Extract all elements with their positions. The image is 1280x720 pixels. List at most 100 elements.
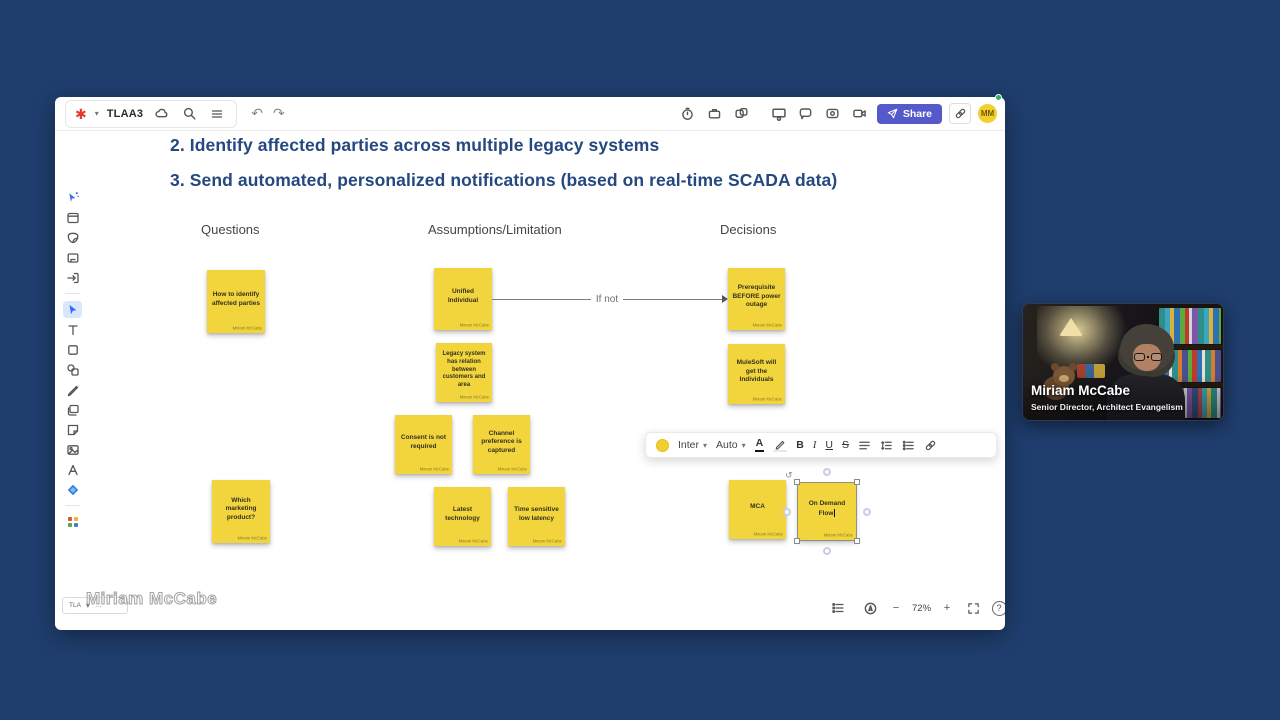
sticky-note[interactable]: Consent is not required Miriam McCabe [395, 415, 452, 474]
bullet-list-icon [902, 440, 914, 450]
highlight-button[interactable] [773, 438, 788, 452]
underline-button[interactable]: U [825, 439, 833, 451]
magic-pointer-icon[interactable] [63, 189, 82, 206]
list-button[interactable] [902, 439, 915, 452]
sticky-note[interactable]: Channel preference is captured Miriam Mc… [473, 415, 530, 474]
sticky-note[interactable]: Prerequisite BEFORE power outage Miriam … [728, 268, 785, 330]
italic-button[interactable]: I [812, 439, 817, 451]
text-color-button[interactable]: A [754, 438, 765, 452]
present-button[interactable] [769, 104, 789, 124]
sticky-author: Miriam McCabe [459, 395, 489, 400]
video-button[interactable] [850, 104, 870, 124]
undo-button[interactable]: ↶ [251, 105, 263, 121]
apps-grid-icon[interactable] [63, 513, 82, 530]
share-label: Share [902, 107, 932, 120]
typography-icon[interactable] [63, 461, 82, 478]
align-button[interactable] [858, 439, 871, 452]
sticky-note[interactable]: MuleSoft will get the Individuals Miriam… [728, 344, 785, 404]
kit-button[interactable] [705, 104, 725, 124]
strikethrough-button[interactable]: S [841, 439, 849, 451]
sticky-note[interactable]: Unified Individual Miriam McCabe [434, 268, 492, 330]
diamond-icon[interactable] [63, 481, 82, 498]
sticky-note[interactable]: Which marketing product? Miriam McCabe [212, 480, 270, 543]
copy-link-button[interactable] [949, 103, 971, 124]
app-logo-icon[interactable]: ✱ [75, 105, 87, 122]
menu-button[interactable] [207, 104, 227, 124]
share-button[interactable]: Share [876, 103, 942, 124]
outline-button[interactable] [828, 598, 848, 618]
connector-handle[interactable] [863, 507, 871, 516]
timer-icon [682, 107, 694, 120]
connector-arrow[interactable]: If not [492, 291, 728, 307]
board-title: TLAA3 [106, 107, 144, 120]
timer-button[interactable] [678, 104, 698, 124]
rotate-handle[interactable]: ↺ [785, 470, 793, 480]
zoom-controls: − 72% + ? [860, 598, 1005, 618]
board-text-heading-3[interactable]: 3. Send automated, personalized notifica… [170, 170, 838, 190]
panel-icon[interactable] [63, 209, 82, 226]
image-tool[interactable] [63, 441, 82, 458]
import-icon[interactable] [63, 269, 82, 286]
record-button[interactable] [823, 104, 843, 124]
sticky-note[interactable]: How to identify affected parties Miriam … [207, 270, 265, 333]
line-spacing-button[interactable] [880, 439, 893, 452]
templates-button[interactable] [732, 104, 752, 124]
lamp [1059, 318, 1083, 336]
redo-button[interactable]: ↷ [272, 105, 285, 121]
font-select[interactable]: Inter ▾ [678, 439, 708, 451]
text-caret [834, 509, 836, 517]
speaker-name: Miriam McCabe [1031, 383, 1131, 398]
help-icon: ? [991, 600, 1005, 616]
search-button[interactable] [179, 104, 199, 124]
sticky-author: Miriam McCabe [532, 539, 562, 544]
speaker-title: Senior Director, Architect Evangelism [1031, 402, 1183, 412]
pen-tool[interactable] [63, 381, 82, 398]
person-body [1107, 374, 1185, 420]
sticky-note[interactable]: Latest technology Miriam McCabe [434, 487, 491, 546]
sticky-note[interactable]: MCA Miriam McCabe [729, 480, 786, 539]
bold-button[interactable]: B [796, 439, 804, 451]
shape-tool[interactable] [63, 341, 82, 358]
page-tab[interactable]: TLA ▾ … [62, 597, 128, 614]
teddy-bear [1051, 363, 1077, 386]
connector-label[interactable]: If not [595, 293, 619, 305]
outline-icon [832, 603, 844, 613]
chevron-down-icon[interactable]: ▾ [94, 109, 99, 118]
tool-palette [63, 189, 82, 530]
column-header-decisions[interactable]: Decisions [720, 222, 777, 237]
user-avatar[interactable]: MM [978, 104, 997, 123]
sync-status-button[interactable] [151, 104, 171, 124]
zoom-in-button[interactable]: + [937, 598, 958, 618]
sticker-icon[interactable] [63, 229, 82, 246]
frames-icon[interactable] [63, 249, 82, 266]
sticky-note[interactable]: Time sensitive low latency Miriam McCabe [508, 487, 565, 546]
online-indicator [995, 94, 1002, 101]
sticky-author: Miriam McCabe [752, 323, 782, 328]
fullscreen-button[interactable] [963, 598, 984, 618]
select-tool[interactable] [63, 301, 82, 318]
link-icon [955, 108, 965, 119]
comment-icon [799, 108, 812, 120]
connector-handle[interactable] [823, 547, 831, 555]
zoom-out-button[interactable]: − [886, 598, 906, 618]
zoom-level[interactable]: 72% [912, 602, 932, 614]
board-canvas[interactable]: 2. Identify affected parties across mult… [55, 131, 1005, 629]
presenter-icon [772, 107, 786, 121]
fill-color-swatch[interactable] [656, 438, 669, 452]
locate-button[interactable] [860, 598, 880, 618]
board-text-heading-2[interactable]: 2. Identify affected parties across mult… [170, 135, 660, 155]
cards-icon[interactable] [63, 401, 82, 418]
column-header-questions[interactable]: Questions [201, 222, 260, 237]
column-header-assumptions[interactable]: Assumptions/Limitation [428, 222, 562, 237]
sticky-note-tool[interactable] [63, 421, 82, 438]
comments-button[interactable] [796, 104, 816, 124]
sticky-note[interactable]: Legacy system has relation between custo… [436, 343, 492, 402]
shapes-tool[interactable] [63, 361, 82, 378]
font-size-select[interactable]: Auto ▾ [716, 439, 746, 451]
camera-icon [853, 109, 867, 118]
insert-link-button[interactable] [924, 439, 937, 452]
connector-handle[interactable] [823, 468, 831, 476]
sticky-note-selected[interactable]: On Demand Flow Miriam McCabe [798, 483, 856, 540]
help-button[interactable]: ? [989, 598, 1005, 618]
text-tool[interactable] [63, 321, 82, 338]
